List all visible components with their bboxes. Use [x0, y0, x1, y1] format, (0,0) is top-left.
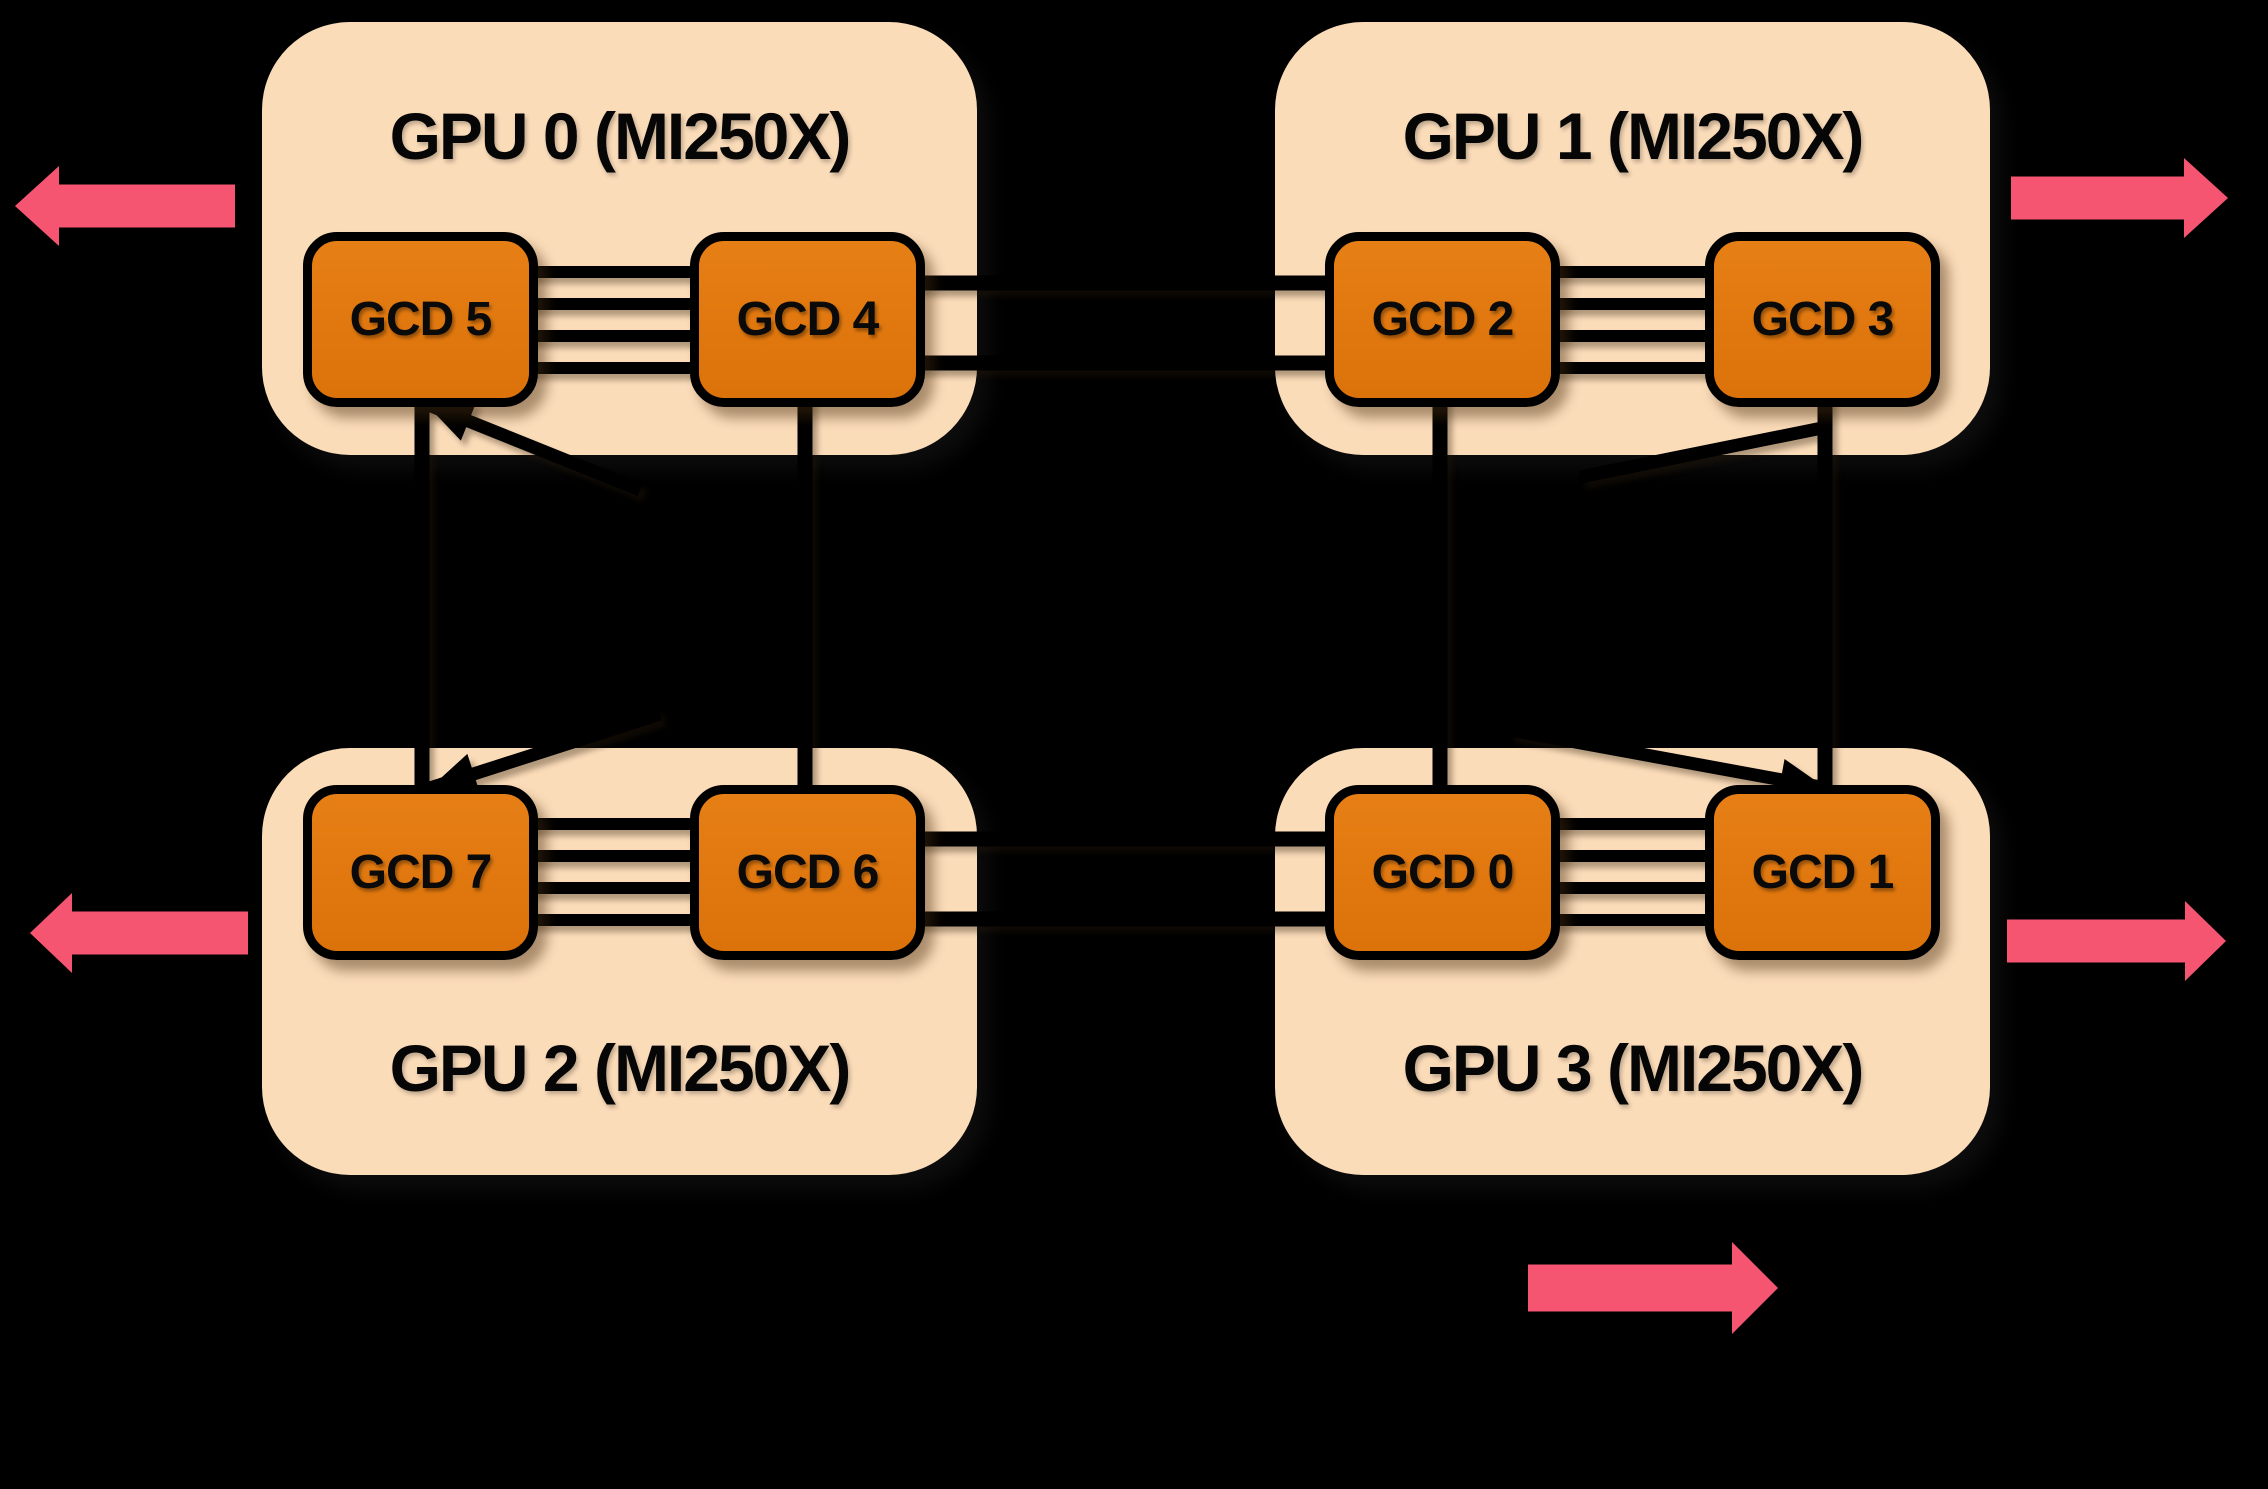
- gcd7-label: GCD 7: [349, 846, 493, 899]
- gcd0-label: GCD 0: [1371, 846, 1515, 899]
- gcd6-box: GCD 6: [690, 785, 925, 960]
- gcd4-box: GCD 4: [690, 232, 925, 407]
- gpu1-outbound-arrow: [2011, 158, 2228, 238]
- gpu3-title: GPU 3 (MI250X): [1402, 1031, 1865, 1105]
- gpu1-title: GPU 1 (MI250X): [1402, 99, 1865, 173]
- gcd2-label: GCD 2: [1371, 293, 1515, 346]
- gcd1-label: GCD 1: [1751, 846, 1895, 899]
- gpu0-title: GPU 0 (MI250X): [389, 99, 852, 173]
- gcd3-box: GCD 3: [1705, 232, 1940, 407]
- gcd5-box: GCD 5: [303, 232, 538, 407]
- gpu2-title: GPU 2 (MI250X): [389, 1031, 852, 1105]
- gcd0-box: GCD 0: [1325, 785, 1560, 960]
- gcd4-label: GCD 4: [736, 293, 880, 346]
- gpu2-outbound-arrow: [30, 893, 248, 973]
- bottom-flow-arrow: [1528, 1242, 1778, 1334]
- gcd5-label: GCD 5: [349, 293, 493, 346]
- gcd6-label: GCD 6: [736, 846, 880, 899]
- gpu3-outbound-arrow: [2007, 901, 2226, 981]
- gcd3-label: GCD 3: [1751, 293, 1895, 346]
- gcd2-box: GCD 2: [1325, 232, 1560, 407]
- gpu0-outbound-arrow: [15, 166, 235, 246]
- gcd7-box: GCD 7: [303, 785, 538, 960]
